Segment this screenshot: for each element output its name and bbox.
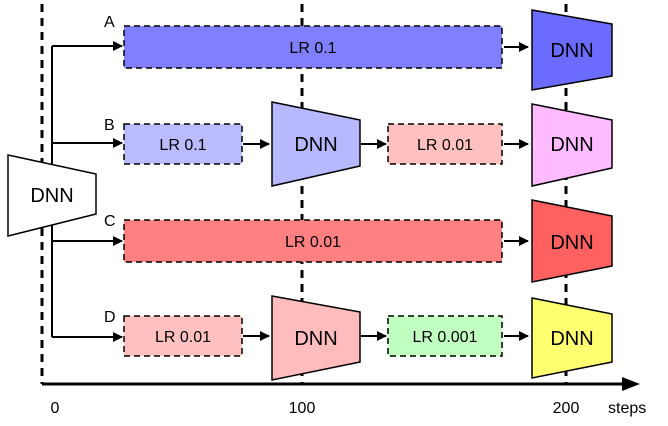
row-b-lr-bar-1 (123, 123, 243, 165)
branch-label-a: A (104, 14, 115, 31)
row-b-mid-dnn-label: DNN (294, 134, 337, 156)
axis-label: steps (608, 400, 646, 417)
row-d-dnn-shape (531, 297, 613, 379)
source-dnn-label: DNN (30, 185, 73, 207)
row-d-lr-label-2: LR 0.001 (413, 329, 478, 346)
branch-label-d: D (104, 309, 116, 326)
row-d-lr-bar-1 (123, 315, 243, 357)
axis-tick-200: 200 (553, 400, 580, 417)
row-a-dnn-shape (531, 9, 613, 91)
branch-label-c: C (104, 213, 116, 230)
row-b-dnn-shape (531, 103, 613, 187)
row-d-mid-dnn-shape (271, 295, 361, 381)
row-b-lr-label-1: LR 0.1 (159, 137, 206, 154)
row-b-mid-dnn-shape (271, 101, 361, 187)
row-c-lr-label: LR 0.01 (285, 234, 341, 251)
row-b-lr-label-2: LR 0.01 (417, 137, 473, 154)
row-b-lr-bar-2 (387, 123, 503, 165)
x-axis-arrowhead (622, 377, 640, 391)
row-c-lr-bar (123, 219, 503, 263)
axis-tick-100: 100 (289, 400, 316, 417)
row-a-dnn-label: DNN (550, 40, 593, 62)
row-d-lr-bar-2 (387, 315, 503, 357)
row-c-dnn-shape (531, 199, 613, 283)
row-d-mid-dnn-label: DNN (294, 328, 337, 350)
axis-tick-0: 0 (51, 400, 60, 417)
row-d-lr-label-1: LR 0.01 (155, 329, 211, 346)
row-a-lr-bar (123, 25, 503, 69)
row-a-lr-label: LR 0.1 (289, 40, 336, 57)
row-c-dnn-label: DNN (550, 232, 593, 254)
row-d-dnn-label: DNN (550, 328, 593, 350)
branch-label-b: B (104, 117, 115, 134)
row-b-dnn-label: DNN (550, 134, 593, 156)
source-dnn-shape (7, 154, 97, 237)
